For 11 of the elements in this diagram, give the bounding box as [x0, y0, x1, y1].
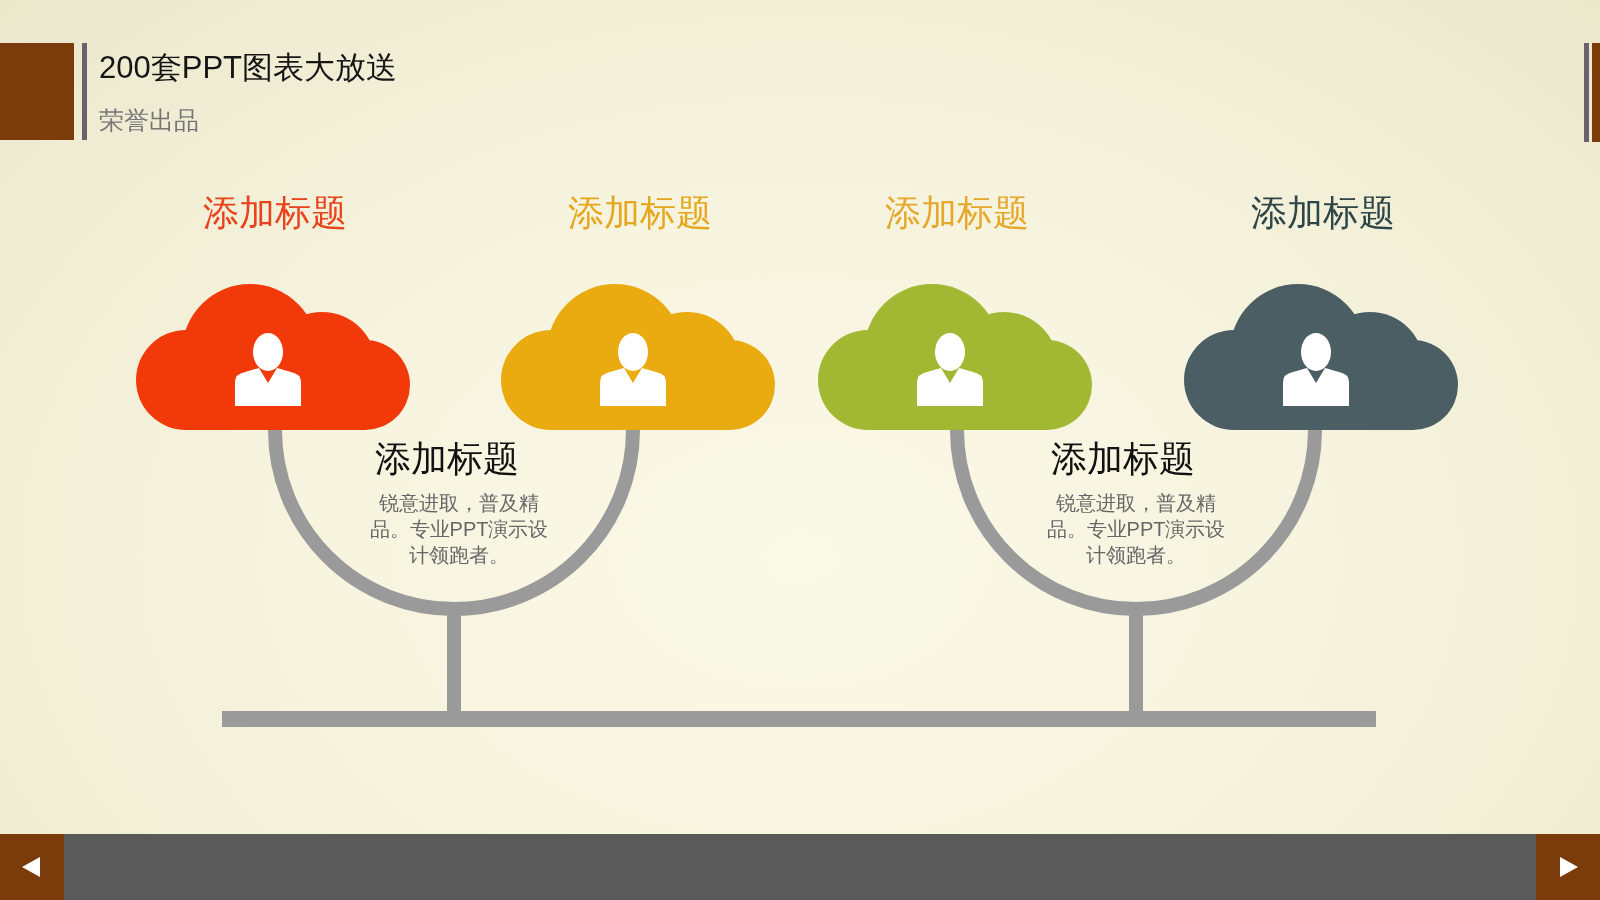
slide-title: 200套PPT图表大放送 — [99, 49, 397, 87]
slide-subtitle: 荣誉出品 — [99, 105, 199, 135]
cloud-heading: 添加标题 — [203, 191, 347, 235]
cloud-heading: 添加标题 — [885, 191, 1029, 235]
text-heading: 添加标题 — [1051, 437, 1195, 481]
cloud-heading: 添加标题 — [1251, 191, 1395, 235]
body-text: 锐意进取，普及精品。专业PPT演示设计领跑者。 — [1045, 491, 1227, 568]
text-heading: 添加标题 — [375, 437, 519, 481]
base-bar — [222, 711, 1376, 727]
cloud-heading: 添加标题 — [568, 191, 712, 235]
body-text: 锐意进取，普及精品。专业PPT演示设计领跑者。 — [368, 491, 550, 568]
